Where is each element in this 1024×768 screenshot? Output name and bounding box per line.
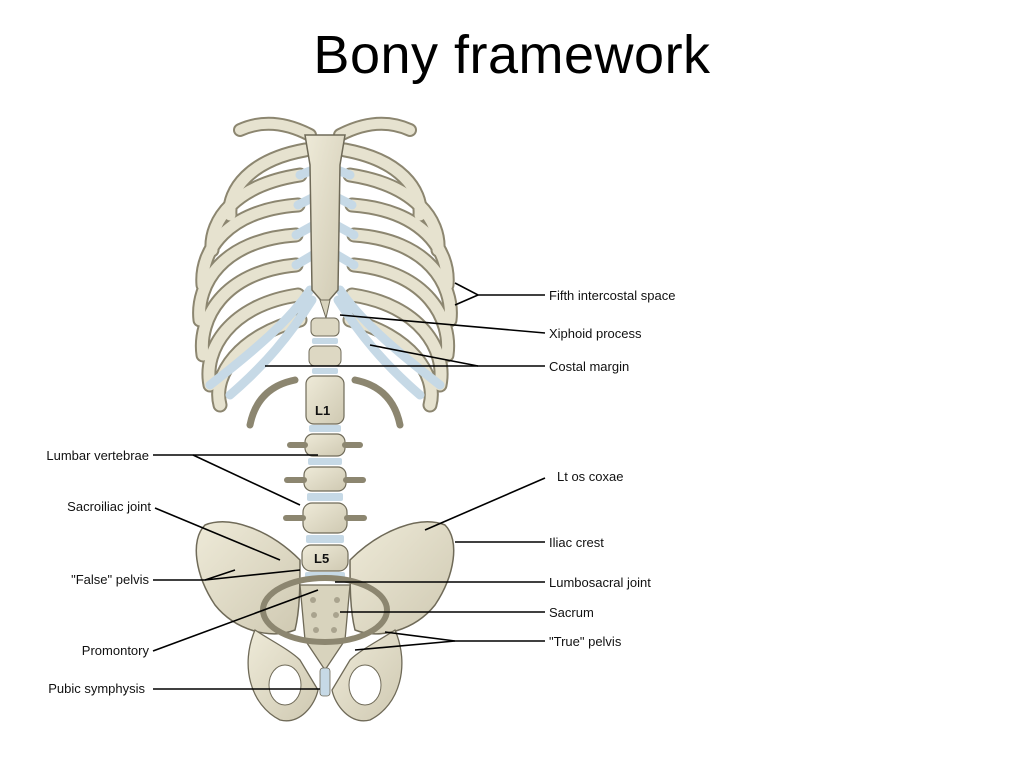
leader-lines <box>152 282 546 690</box>
label-costal-margin: Costal margin <box>549 359 629 374</box>
vertebral-column: L1 L5 <box>283 317 367 580</box>
label-iliac-crest: Iliac crest <box>549 535 604 550</box>
label-sacrum: Sacrum <box>549 605 594 620</box>
label-false-pelvis: "False" pelvis <box>71 572 149 587</box>
label-pubic-symphysis: Pubic symphysis <box>48 681 145 696</box>
label-fifth-intercostal-space: Fifth intercostal space <box>549 288 675 303</box>
vertebra-label-l1: L1 <box>315 403 330 418</box>
label-sacroiliac-joint: Sacroiliac joint <box>67 499 151 514</box>
label-promontory: Promontory <box>82 643 150 658</box>
label-lumbar-vertebrae: Lumbar vertebrae <box>46 448 149 463</box>
vertebra-label-l5: L5 <box>314 551 329 566</box>
label-lumbosacral-joint: Lumbosacral joint <box>549 575 651 590</box>
rib-cage <box>192 116 458 429</box>
page-title: Bony framework <box>313 25 711 85</box>
label-lt-os-coxae: Lt os coxae <box>557 469 624 484</box>
label-true-pelvis: "True" pelvis <box>549 634 622 649</box>
label-xiphoid-process: Xiphoid process <box>549 326 642 341</box>
